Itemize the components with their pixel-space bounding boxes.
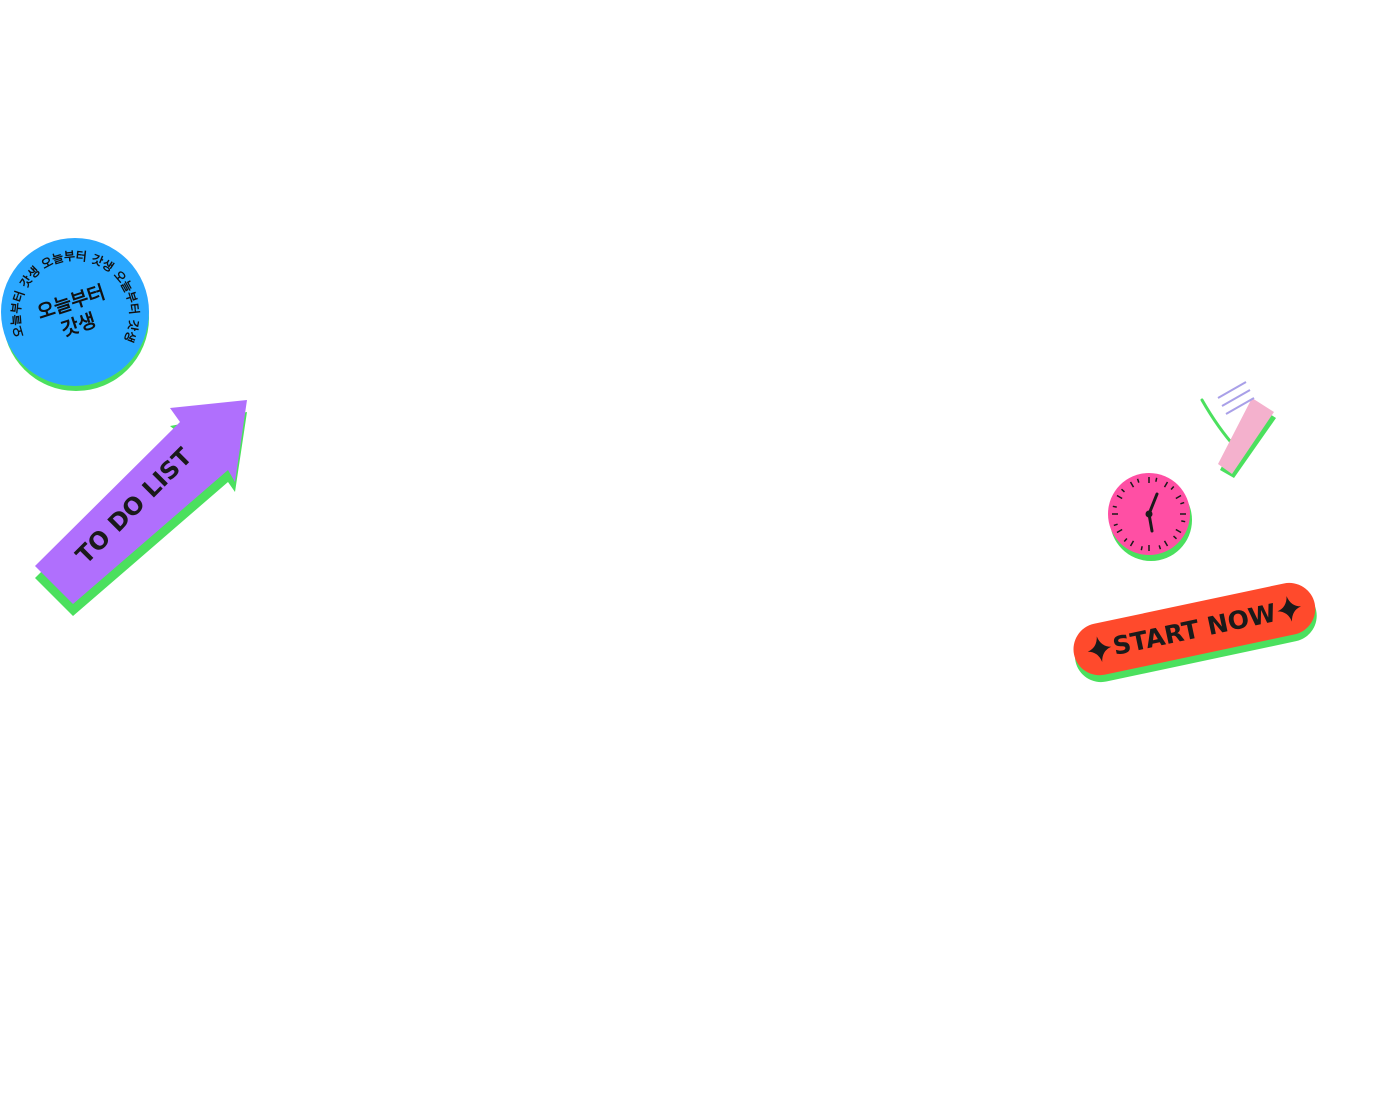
circle-badge-sticker: 오늘부터 갓생 오늘부터 갓생 오늘부터 갓생 오늘부터 갓생 xyxy=(0,229,155,396)
arrow-up-right-icon: TO DO LIST xyxy=(35,400,247,616)
clock-tick xyxy=(1129,540,1135,547)
clock-tick xyxy=(1136,478,1140,483)
start-button-body xyxy=(1073,582,1316,676)
note-body xyxy=(1218,398,1274,474)
circle-text-badge-icon: 오늘부터 갓생 오늘부터 갓생 오늘부터 갓생 오늘부터 갓생 xyxy=(0,229,155,391)
clock-tick xyxy=(1175,528,1182,534)
clock-tick xyxy=(1175,494,1182,500)
clock-tick xyxy=(1112,505,1117,508)
badge-face xyxy=(1,238,149,386)
clock-ticks xyxy=(1112,477,1186,551)
note-line-2 xyxy=(1221,389,1251,407)
clock-tick xyxy=(1116,528,1123,534)
clock-tick xyxy=(1173,535,1177,540)
start-now-sticker[interactable]: START NOW xyxy=(1066,576,1324,688)
clock-icon xyxy=(1108,473,1192,561)
note-line-3 xyxy=(1225,397,1255,415)
clock-hour-hand xyxy=(1147,492,1159,516)
note-sticker xyxy=(1198,378,1282,482)
clock-tick xyxy=(1113,523,1118,527)
clock-tick xyxy=(1129,481,1135,488)
clock-tick xyxy=(1163,540,1169,547)
clock-tick xyxy=(1158,545,1162,550)
clock-tick xyxy=(1116,494,1123,500)
todo-arrow-sticker: TO DO LIST xyxy=(30,396,252,616)
clock-tick xyxy=(1163,481,1169,488)
note-line-1 xyxy=(1217,381,1247,399)
clock-tick xyxy=(1123,538,1128,542)
pink-note-icon xyxy=(1200,381,1276,478)
clock-tick xyxy=(1181,520,1186,523)
clock-tick xyxy=(1170,486,1175,490)
clock-tick xyxy=(1180,501,1185,505)
sparkle-right-icon xyxy=(1277,596,1301,622)
arrow-body xyxy=(35,400,247,604)
start-now-button[interactable]: START NOW xyxy=(1066,576,1324,688)
clock-center xyxy=(1145,510,1153,518)
clock-sticker xyxy=(1104,470,1196,566)
clock-tick xyxy=(1155,477,1158,482)
clock-tick xyxy=(1121,488,1125,493)
sparkle-left-icon xyxy=(1087,636,1112,662)
clock-tick xyxy=(1140,546,1143,551)
